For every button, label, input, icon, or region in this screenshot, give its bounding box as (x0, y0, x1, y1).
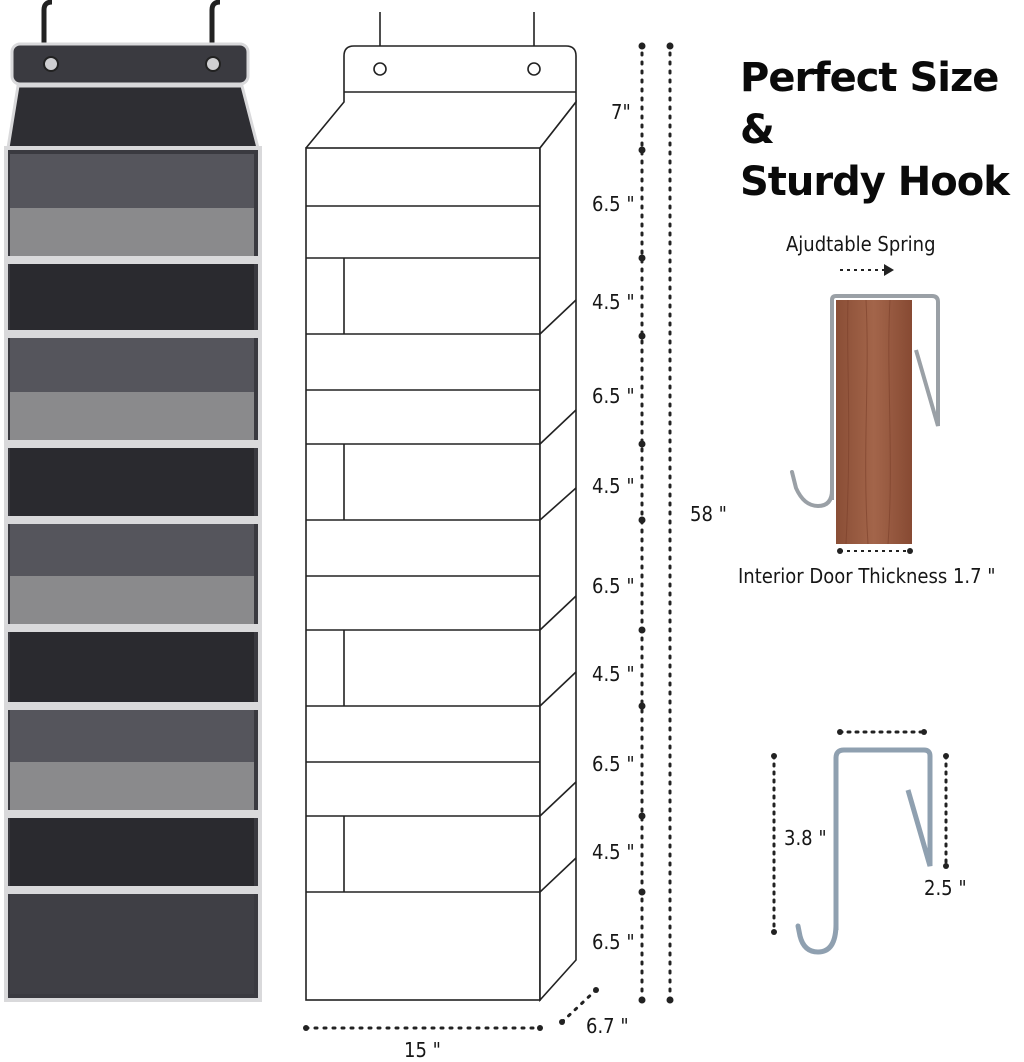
spring-arrow-icon (840, 264, 894, 276)
section-height-label: 6.5 " (592, 192, 635, 216)
pocket-mesh (10, 208, 254, 256)
pocket-trim (6, 624, 260, 632)
strap-right-icon (209, 0, 221, 62)
hook-icon (833, 747, 933, 930)
drawing-side (539, 99, 577, 1003)
drawing-header (343, 45, 577, 92)
width-label: 15 " (404, 1038, 441, 1062)
section-height-label: 4.5 " (592, 840, 635, 864)
pocket-bottom (10, 894, 254, 994)
spring-label: Ajudtable Spring (786, 232, 936, 256)
drawing-grommet-right-icon (527, 62, 541, 76)
pocket-front (10, 338, 254, 392)
top-pocket (6, 84, 260, 150)
metal-hook-icon (830, 294, 940, 500)
drawing-front (305, 147, 541, 1001)
strap-left-icon (41, 0, 53, 62)
section-height-label: 6.5 " (592, 384, 635, 408)
pocket-front (10, 710, 254, 762)
organizer-photo (4, 0, 262, 1002)
section-height-label: 6.5 " (592, 930, 635, 954)
section-height-label: 4.5 " (592, 662, 635, 686)
door-thickness-label: Interior Door Thickness 1.7 " (738, 564, 996, 588)
pocket-open (10, 448, 254, 516)
total-height-label: 58 " (690, 502, 727, 526)
grommet-right-icon (205, 56, 221, 72)
section-height-label: 4.5 " (592, 290, 635, 314)
organizer-line-drawing (303, 12, 599, 1031)
depth-label: 6.7 " (586, 1014, 629, 1038)
pocket-mesh (10, 392, 254, 440)
pocket-trim (6, 330, 260, 338)
title-line-1: Perfect Size & (740, 55, 999, 153)
organizer-header (10, 42, 250, 86)
pocket-open (10, 264, 254, 330)
title-line-2: Sturdy Hook (740, 159, 1010, 205)
section-height-label: 4.5 " (592, 474, 635, 498)
page-title: Perfect Size & Sturdy Hook (740, 52, 1024, 208)
section-height-label: 6.5 " (592, 752, 635, 776)
width-dimension-icon (303, 987, 599, 1031)
pocket-trim (6, 702, 260, 710)
hook-depth-label: 2.5 " (924, 876, 967, 900)
pocket-mesh (10, 762, 254, 810)
grommet-left-icon (43, 56, 59, 72)
pocket-mesh (10, 576, 254, 624)
pocket-trim (6, 516, 260, 524)
height-dimension-lines (638, 42, 674, 1004)
section-height-label: 6.5 " (592, 574, 635, 598)
pocket-trim (6, 810, 260, 818)
pocket-trim (6, 886, 260, 894)
pocket-open (10, 818, 254, 886)
pocket-front (10, 154, 254, 208)
pocket-trim (6, 256, 260, 264)
door-hook-illustration (790, 264, 940, 554)
hook-height-label: 3.8 " (784, 826, 827, 850)
pocket-open (10, 632, 254, 702)
pocket-trim (6, 440, 260, 448)
drawing-grommet-left-icon (373, 62, 387, 76)
pocket-front (10, 524, 254, 576)
section-height-label: 7" (611, 100, 631, 124)
hook-dimension-illustration (771, 729, 949, 955)
